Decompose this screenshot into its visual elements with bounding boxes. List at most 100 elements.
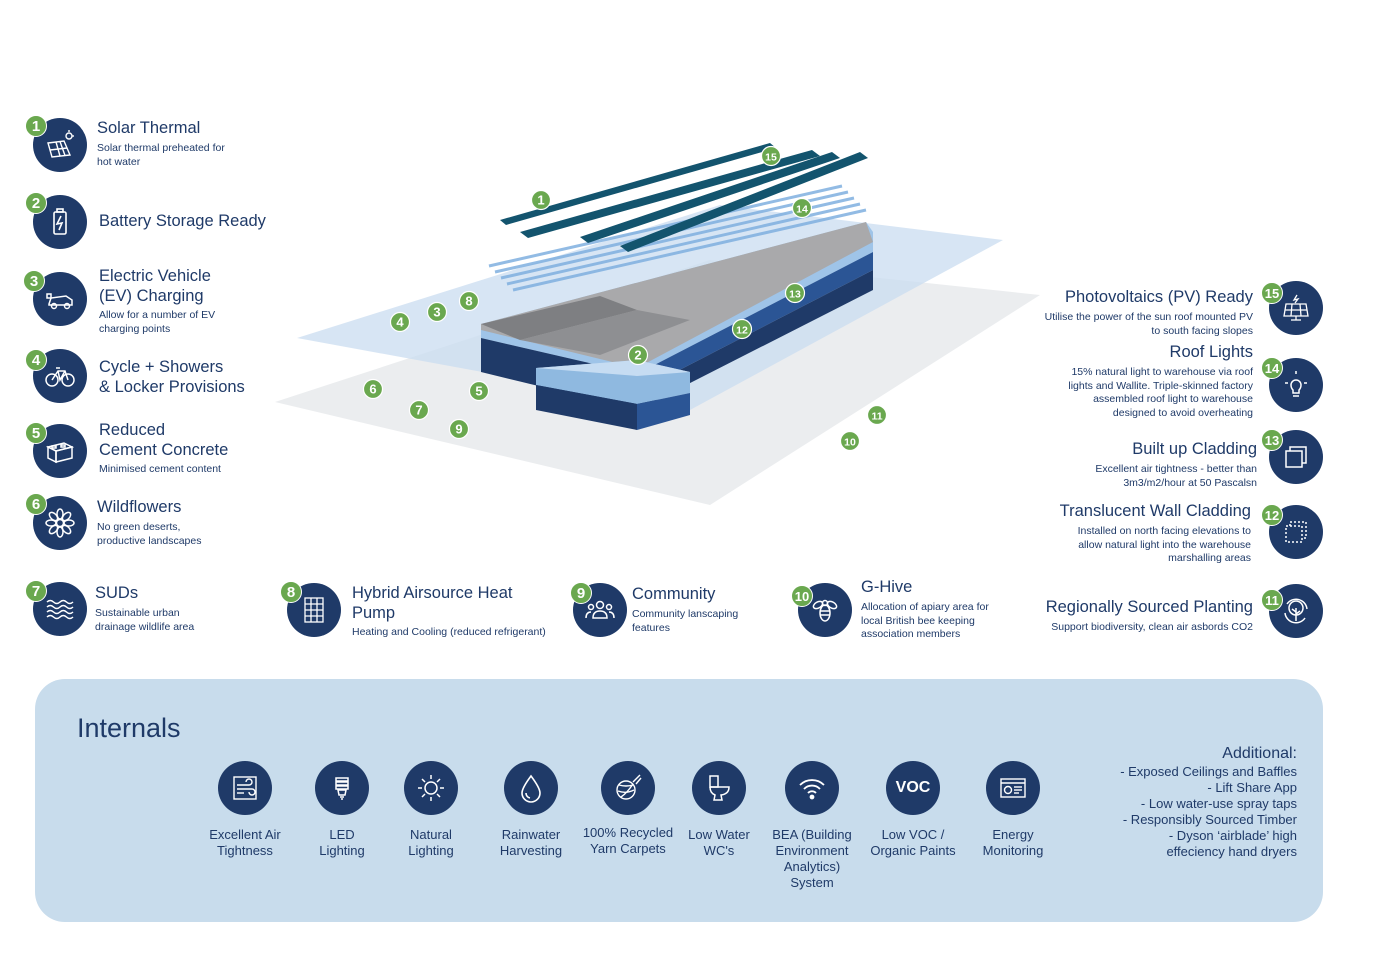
led-bulb-icon — [315, 761, 369, 815]
internal-label: Rainwater Harvesting — [499, 827, 563, 858]
diagram-marker-label: 4 — [396, 315, 404, 330]
feature-description: Allocation of apiary area for local Brit… — [861, 601, 989, 640]
diagram-marker-13: 13 — [784, 282, 806, 304]
additional-item: - Low water-use spray taps — [1140, 796, 1297, 811]
feature-description: Solar thermal preheated for hot water — [97, 142, 225, 168]
feature-title: Photovoltaics (PV) Ready — [1064, 288, 1253, 306]
diagram-marker-label: 3 — [433, 305, 440, 320]
feature-title: Cycle + Showers & Locker Provisions — [99, 358, 245, 396]
feature-number-badge: 9 — [570, 582, 592, 604]
yarn-icon — [601, 761, 655, 815]
diagram-marker-6: 6 — [362, 378, 384, 400]
feature-description: Sustainable urban drainage wildlife area — [95, 607, 195, 633]
feature-title: SUDs — [95, 584, 139, 602]
feature-title: Electric Vehicle (EV) Charging — [99, 267, 211, 305]
diagram-marker-15: 15 — [760, 145, 782, 167]
diagram-marker-label: 14 — [796, 204, 808, 216]
additional-item: - Lift Share App — [1207, 780, 1297, 795]
internal-recycled-carpets: 100% Recycled Yarn Carpets — [577, 761, 679, 857]
internal-energy-monitoring: Energy Monitoring — [963, 761, 1063, 859]
feature-title: Wildflowers — [97, 498, 182, 516]
feature-description: Community lanscaping features — [632, 608, 739, 634]
internals-title: Internals — [77, 713, 181, 743]
feature-number-badge: 7 — [25, 580, 47, 602]
additional-item: - Dyson ‘airblade’ high — [1168, 828, 1297, 843]
feature-title: Regionally Sourced Planting — [1045, 598, 1253, 616]
internal-label: Energy Monitoring — [982, 827, 1044, 858]
feature-title: Solar Thermal — [97, 119, 201, 137]
diagram-marker-label: 11 — [871, 411, 882, 423]
feature-description: Allow for a number of EV charging points — [99, 309, 216, 335]
feature-number-badge: 1 — [25, 115, 47, 137]
diagram-marker-label: 6 — [369, 382, 376, 397]
energy-monitor-icon — [986, 761, 1040, 815]
diagram-marker-label: 9 — [455, 422, 462, 437]
diagram-marker-label: 1 — [537, 193, 544, 208]
internal-label: LED Lighting — [319, 827, 365, 858]
diagram-marker-5: 5 — [468, 380, 490, 402]
feature-title: Hybrid Airsource Heat Pump — [352, 584, 513, 622]
diagram-marker-1: 1 — [530, 189, 552, 211]
feature-description: No green deserts, productive landscapes — [97, 521, 202, 547]
internal-natural-lighting: Natural Lighting — [381, 761, 481, 859]
additional-list: Additional: - Exposed Ceilings and Baffl… — [1120, 746, 1297, 860]
diagram-marker-7: 7 — [408, 399, 430, 421]
diagram-marker-9: 9 — [448, 418, 470, 440]
diagram-marker-label: 12 — [736, 325, 748, 337]
wifi-icon — [785, 761, 839, 815]
additional-item: effeciency hand dryers — [1166, 844, 1297, 859]
feature-title: Translucent Wall Cladding — [1059, 502, 1251, 520]
diagram-marker-14: 14 — [791, 197, 813, 219]
diagram-marker-4: 4 — [389, 311, 411, 333]
diagram-marker-label: 5 — [475, 384, 482, 399]
internal-label: BEA (Building Environment Analytics) Sys… — [772, 827, 852, 890]
feature-description: Support biodiversity, clean air asbords … — [1051, 621, 1253, 633]
diagram-marker-label: 15 — [765, 152, 777, 164]
internal-label: Excellent Air Tightness — [209, 827, 281, 858]
feature-title: Built up Cladding — [1132, 440, 1257, 458]
feature-number-badge: 15 — [1261, 282, 1283, 304]
feature-description: Heating and Cooling (reduced refrigerant… — [352, 626, 546, 638]
diagram-marker-label: 13 — [789, 289, 801, 301]
internal-label: 100% Recycled Yarn Carpets — [582, 825, 674, 856]
diagram-marker-10: 10 — [839, 430, 861, 452]
additional-title: Additional: — [1222, 745, 1297, 762]
feature-number-badge: 13 — [1261, 429, 1283, 451]
internal-air-tightness: Excellent Air Tightness — [195, 761, 295, 859]
internal-label: Low Water WC's — [688, 827, 750, 858]
diagram-marker-label: 7 — [415, 403, 422, 418]
diagram-marker-label: 10 — [844, 437, 856, 449]
building-exploded-diagram: 15 1 14 13 12 2 8 3 4 5 6 7 9 11 10 — [275, 143, 1040, 505]
feature-description: 15% natural light to warehouse via roof … — [1068, 366, 1253, 419]
toilet-icon — [692, 761, 746, 815]
diagram-marker-11: 11 — [866, 404, 888, 426]
feature-title: Roof Lights — [1169, 343, 1253, 361]
internal-low-voc-paints: VOC Low VOC / Organic Paints — [863, 761, 963, 859]
feature-number-badge: 14 — [1261, 357, 1283, 379]
cladding-layers-icon — [1269, 430, 1323, 484]
feature-number-badge: 4 — [25, 349, 47, 371]
feature-number-badge: 2 — [25, 192, 47, 214]
diagram-marker-8: 8 — [458, 290, 480, 312]
diagram-marker-3: 3 — [426, 301, 448, 323]
solar-panels — [500, 143, 868, 252]
internal-label: Natural Lighting — [408, 827, 454, 858]
feature-number-badge: 8 — [280, 581, 302, 603]
warehouse-block — [481, 222, 873, 430]
tree-icon — [1269, 584, 1323, 638]
additional-item: - Responsibly Sourced Timber — [1122, 812, 1297, 827]
air-flow-icon — [218, 761, 272, 815]
feature-number-badge: 10 — [791, 585, 813, 607]
diagram-marker-label: 2 — [634, 348, 641, 363]
feature-description: Installed on north facing elevations to … — [1077, 525, 1251, 564]
diagram-marker-12: 12 — [731, 318, 753, 340]
internal-bea-system: BEA (Building Environment Analytics) Sys… — [762, 761, 862, 891]
sun-icon — [404, 761, 458, 815]
internal-label: Low VOC / Organic Paints — [870, 827, 956, 858]
feature-title: Community — [632, 585, 716, 603]
feature-number-badge: 12 — [1261, 504, 1283, 526]
additional-item: - Exposed Ceilings and Baffles — [1120, 764, 1297, 779]
diagram-marker-2: 2 — [627, 344, 649, 366]
feature-title: Battery Storage Ready — [99, 212, 266, 230]
feature-number-badge: 3 — [23, 270, 45, 292]
